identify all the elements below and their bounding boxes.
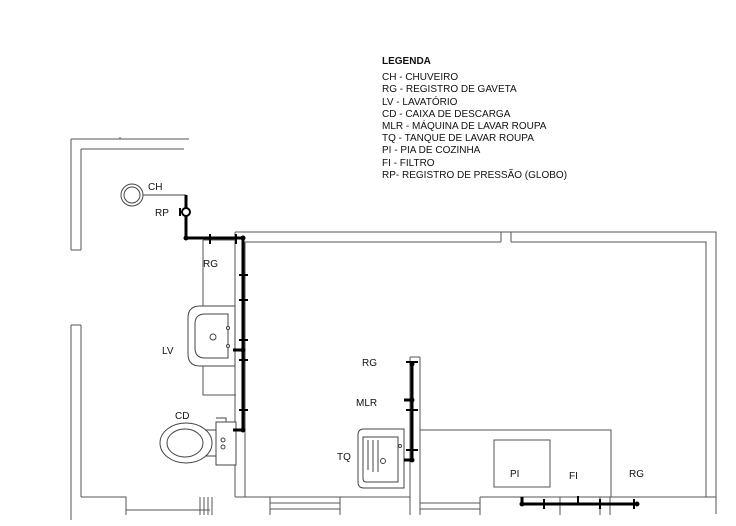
legend: LEGENDA CH - CHUVEIRO RG - REGISTRO DE G… — [382, 56, 567, 182]
walls — [70, 137, 717, 520]
legend-item: PI - PIA DE COZINHA — [382, 145, 481, 157]
label-rg-bath: RG — [203, 259, 218, 270]
pressure-valve-icon — [181, 207, 191, 217]
legend-item: MLR - MÁQUINA DE LAVAR ROUPA — [382, 121, 547, 133]
label-tq: TQ — [337, 452, 351, 463]
legend-item: LV - LAVATÓRIO — [382, 96, 458, 108]
label-mlr: MLR — [356, 398, 378, 409]
label-lv: LV — [162, 346, 174, 357]
label-cd: CD — [175, 411, 190, 422]
fixtures — [120, 183, 405, 489]
legend-title: LEGENDA — [382, 56, 431, 67]
valve-dots — [183, 235, 640, 507]
legend-item: RP- REGISTRO DE PRESSÃO (GLOBO) — [382, 169, 568, 181]
label-rp: RP — [155, 208, 169, 219]
label-rg-laundry: RG — [362, 358, 377, 369]
toilet-fixture — [159, 417, 237, 466]
legend-item: CH - CHUVEIRO — [382, 72, 459, 84]
legend-item: RG - REGISTRO DE GAVETA — [382, 84, 517, 96]
label-fi: FI — [569, 471, 578, 482]
lavatory-fixture — [187, 305, 236, 367]
label-pi: PI — [510, 469, 520, 480]
legend-item: FI - FILTRO — [382, 157, 435, 169]
legend-item: TQ - TANQUE DE LAVAR ROUPA — [382, 133, 534, 145]
label-ch: CH — [148, 182, 163, 193]
laundry-tank-fixture — [357, 428, 405, 489]
valves — [179, 207, 635, 509]
label-rg-kitchen: RG — [629, 469, 644, 480]
legend-item: CD - CAIXA DE DESCARGA — [382, 108, 511, 120]
